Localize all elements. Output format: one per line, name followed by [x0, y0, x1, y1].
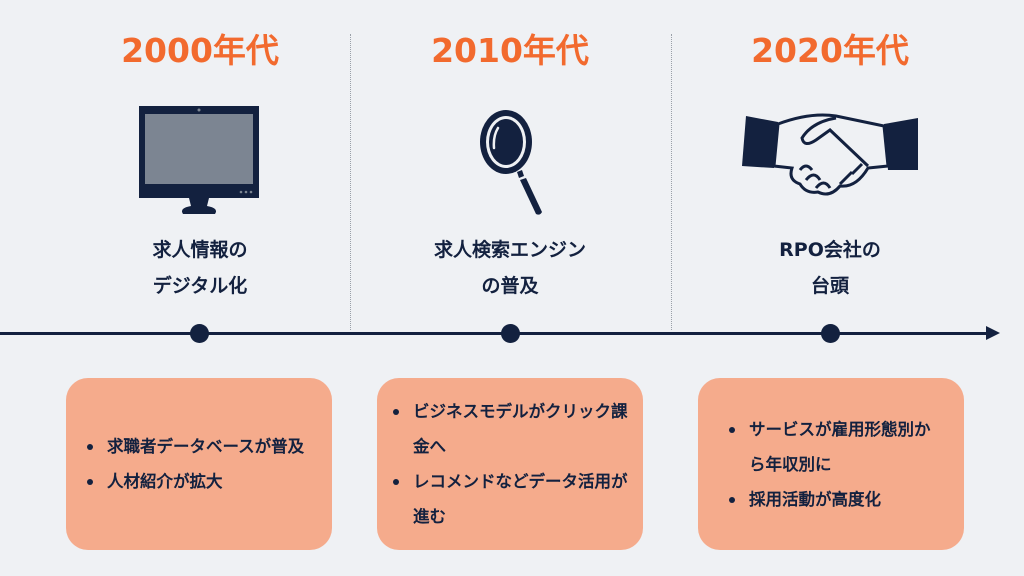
monitor-icon: [137, 100, 263, 220]
subtitle-line: デジタル化: [152, 275, 248, 297]
era-subtitle: 求人検索エンジン の普及: [360, 232, 660, 304]
details-box-2020s: サービスが雇用形態別から年収別に 採用活動が高度化: [698, 378, 964, 550]
era-title: 2010年代: [431, 31, 589, 70]
list-item: 人材紹介が拡大: [87, 464, 317, 499]
list-item: レコメンドなどデータ活用が進む: [393, 464, 633, 534]
subtitle-line: 台頭: [810, 275, 849, 297]
era-subtitle: RPO会社の 台頭: [680, 232, 980, 304]
bullet-list: 求職者データベースが普及 人材紹介が拡大: [81, 429, 317, 499]
handshake-icon: [740, 108, 920, 202]
timeline-line: [0, 332, 994, 335]
timeline-arrow-icon: [986, 326, 1000, 340]
subtitle-line: 求人情報の: [152, 239, 248, 261]
divider: [350, 34, 351, 330]
list-item: 求職者データベースが普及: [87, 429, 317, 464]
list-item: 採用活動が高度化: [729, 482, 939, 517]
timeline-dot: [190, 324, 209, 343]
era-title: 2020年代: [751, 31, 909, 70]
subtitle-line: の普及: [481, 275, 539, 297]
list-item: サービスが雇用形態別から年収別に: [729, 412, 939, 482]
timeline-dot: [821, 324, 840, 343]
bullet-list: ビジネスモデルがクリック課金へ レコメンドなどデータ活用が進む: [387, 394, 633, 534]
bullet-list: サービスが雇用形態別から年収別に 採用活動が高度化: [723, 412, 939, 517]
era-title: 2000年代: [121, 31, 279, 70]
details-box-2010s: ビジネスモデルがクリック課金へ レコメンドなどデータ活用が進む: [377, 378, 643, 550]
timeline-dot: [501, 324, 520, 343]
divider: [671, 34, 672, 330]
subtitle-line: 求人検索エンジン: [433, 239, 586, 261]
subtitle-line: RPO会社の: [779, 239, 881, 261]
details-box-2000s: 求職者データベースが普及 人材紹介が拡大: [66, 378, 332, 550]
magnifier-icon: [476, 100, 556, 220]
era-subtitle: 求人情報の デジタル化: [50, 232, 350, 304]
list-item: ビジネスモデルがクリック課金へ: [393, 394, 633, 464]
